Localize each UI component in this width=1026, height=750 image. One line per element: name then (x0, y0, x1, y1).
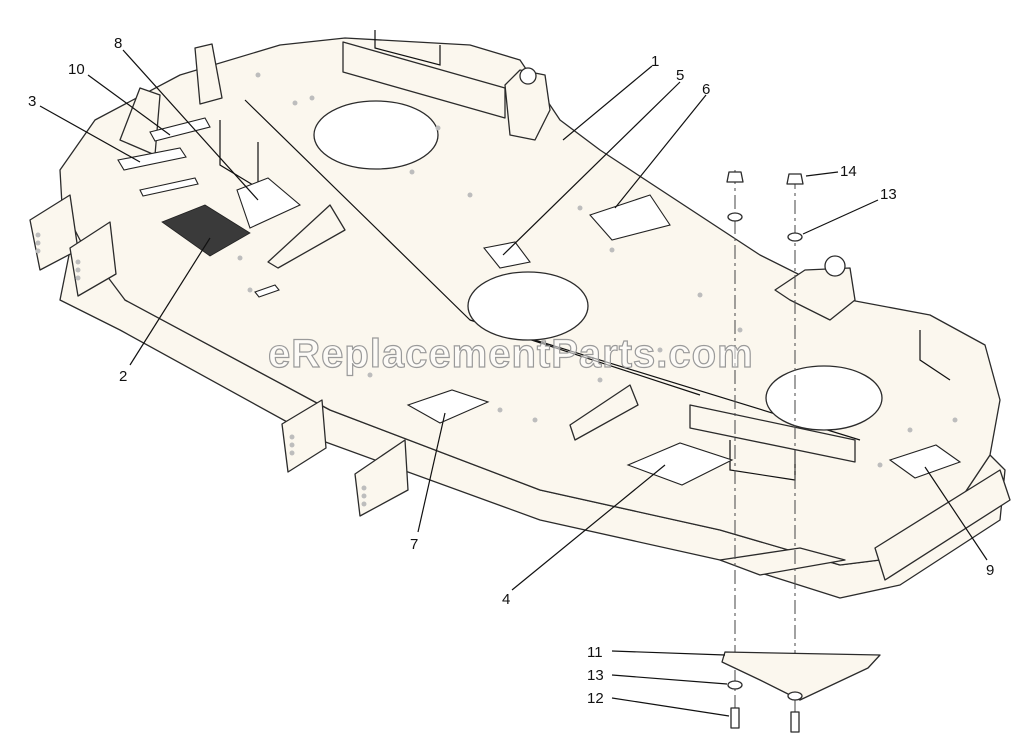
callout-1: 1 (651, 53, 659, 70)
callout-4: 4 (502, 591, 510, 608)
right-handle (919, 330, 951, 381)
left-handle (219, 120, 259, 190)
center-bracket-hub (519, 67, 537, 85)
decal-6 (589, 194, 671, 241)
callout-8: 8 (114, 35, 122, 52)
skid-plate-11 (721, 651, 881, 701)
leader-5 (502, 81, 681, 256)
leader-3 (39, 105, 141, 163)
leader-13-bottom (611, 674, 728, 685)
right-spindle-opening (765, 365, 883, 431)
leader-13-top (802, 199, 879, 235)
decal-8-triangle (236, 177, 302, 229)
mower-deck (29, 30, 1011, 599)
right-bracket-hub (824, 255, 846, 277)
exploded-hardware (721, 170, 881, 733)
leader-1 (562, 65, 653, 141)
leader-lines (39, 49, 988, 717)
leader-11 (611, 650, 726, 656)
callout-5: 5 (676, 67, 684, 84)
callout-10: 10 (68, 61, 85, 78)
decal-10 (149, 117, 211, 142)
nut-left (726, 171, 744, 183)
decal-3-strip (117, 147, 187, 171)
washer-upper-right (787, 232, 803, 242)
decal-strip-2 (139, 177, 199, 197)
bolt-left (730, 707, 740, 729)
leader-6 (614, 94, 707, 209)
hanger-bracket-mid-front (354, 439, 409, 517)
washer-lower-right (787, 691, 803, 701)
callout-2: 2 (119, 368, 127, 385)
top-left-mount-2 (194, 43, 223, 105)
center-spindle-opening (467, 271, 589, 341)
decal-9 (888, 444, 962, 479)
right-gusset (569, 384, 639, 441)
callout-13-top: 13 (880, 186, 897, 203)
leader-12 (611, 697, 730, 717)
leader-10 (87, 74, 171, 136)
washer-upper-left (727, 212, 743, 222)
right-baffle (689, 404, 856, 463)
left-spindle-opening (313, 100, 439, 170)
decal-5 (483, 241, 531, 269)
hanger-bracket-left-front (69, 221, 117, 297)
callout-13-bottom: 13 (587, 667, 604, 684)
callout-12: 12 (587, 690, 604, 707)
slot-decal (254, 284, 280, 298)
center-bracket (504, 69, 551, 141)
callout-11: 11 (587, 644, 603, 661)
callout-7: 7 (410, 536, 418, 553)
callout-9: 9 (986, 562, 994, 579)
leader-9 (924, 466, 988, 561)
left-gusset (267, 204, 346, 269)
top-left-mount (119, 87, 161, 156)
decal-7 (406, 389, 490, 424)
rear-baffle (342, 41, 506, 119)
bottom-mount-plate (719, 547, 846, 576)
leader-8 (122, 49, 259, 201)
decal-2-label (161, 204, 251, 257)
front-handle (729, 440, 796, 481)
bolt-right (790, 711, 800, 733)
deck-holes (35, 72, 958, 507)
leader-4 (511, 464, 666, 591)
callout-labels: 1 2 3 4 5 6 7 8 9 10 11 12 13 13 14 (28, 35, 994, 707)
discharge-chute (874, 469, 1011, 581)
nut-right (786, 173, 804, 185)
watermark: eReplacementParts.com (268, 332, 754, 376)
leader-2 (129, 237, 211, 366)
washer-lower-left (727, 680, 743, 690)
rear-handle (374, 30, 441, 66)
leader-14 (805, 171, 839, 177)
leader-7 (417, 412, 446, 533)
callout-6: 6 (702, 81, 710, 98)
callout-14: 14 (840, 163, 857, 180)
callout-3: 3 (28, 93, 36, 110)
